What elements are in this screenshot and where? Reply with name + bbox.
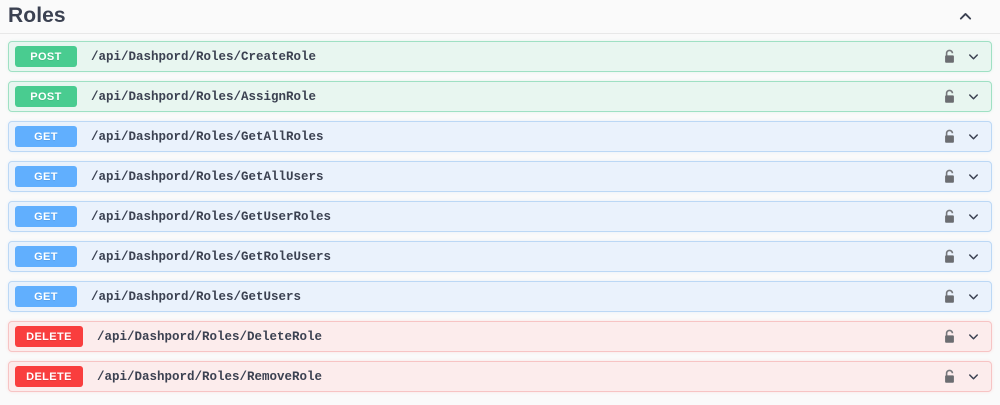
operation-path: /api/Dashpord/Roles/RemoveRole (97, 369, 323, 384)
expand-operation-button[interactable] (964, 248, 982, 266)
http-method-badge: GET (15, 166, 77, 187)
operation-path: /api/Dashpord/Roles/GetAllUsers (91, 169, 324, 184)
authorize-lock-button[interactable] (942, 327, 957, 346)
expand-operation-button[interactable] (964, 128, 982, 146)
operation-row-get-3[interactable]: GET /api/Dashpord/Roles/GetAllUsers (8, 161, 992, 192)
operation-actions (942, 327, 982, 346)
expand-operation-button[interactable] (964, 288, 982, 306)
expand-operation-button[interactable] (964, 168, 982, 186)
lock-icon (945, 129, 954, 143)
http-method-badge: POST (15, 86, 77, 107)
chevron-up-icon (959, 13, 971, 20)
chevron-down-icon (968, 294, 978, 300)
lock-icon (945, 249, 954, 263)
lock-icon (945, 209, 954, 223)
expand-operation-button[interactable] (964, 208, 982, 226)
operation-path: /api/Dashpord/Roles/GetUserRoles (91, 209, 332, 224)
operation-row-get-4[interactable]: GET /api/Dashpord/Roles/GetUserRoles (8, 201, 992, 232)
operation-row-post-0[interactable]: POST /api/Dashpord/Roles/CreateRole (8, 41, 992, 72)
operation-actions (942, 47, 982, 66)
operations-list: POST /api/Dashpord/Roles/CreateRole POST… (0, 41, 1000, 392)
page-title: Roles (8, 4, 66, 27)
chevron-down-icon (968, 374, 978, 380)
expand-operation-button[interactable] (964, 88, 982, 106)
http-method-badge: GET (15, 206, 77, 227)
chevron-down-icon (968, 54, 978, 60)
operation-path: /api/Dashpord/Roles/CreateRole (91, 49, 317, 64)
operation-actions (942, 207, 982, 226)
operation-path: /api/Dashpord/Roles/AssignRole (91, 89, 317, 104)
operation-actions (942, 247, 982, 266)
roles-tag-section: Roles POST /api/Dashpord/Roles/CreateRol… (0, 0, 1000, 392)
operation-row-get-5[interactable]: GET /api/Dashpord/Roles/GetRoleUsers (8, 241, 992, 272)
lock-icon (945, 89, 954, 103)
operation-actions (942, 287, 982, 306)
lock-icon (945, 49, 954, 63)
chevron-down-icon (968, 214, 978, 220)
operation-path: /api/Dashpord/Roles/GetUsers (91, 289, 302, 304)
operation-path: /api/Dashpord/Roles/GetAllRoles (91, 129, 324, 144)
http-method-badge: GET (15, 126, 77, 147)
authorize-lock-button[interactable] (942, 127, 957, 146)
operation-path: /api/Dashpord/Roles/DeleteRole (97, 329, 323, 344)
operation-row-delete-7[interactable]: DELETE /api/Dashpord/Roles/DeleteRole (8, 321, 992, 352)
http-method-badge: GET (15, 246, 77, 267)
chevron-down-icon (968, 134, 978, 140)
chevron-down-icon (968, 94, 978, 100)
authorize-lock-button[interactable] (942, 287, 957, 306)
operation-actions (942, 87, 982, 106)
expand-operation-button[interactable] (964, 48, 982, 66)
http-method-badge: DELETE (15, 326, 83, 347)
authorize-lock-button[interactable] (942, 247, 957, 266)
operation-row-get-2[interactable]: GET /api/Dashpord/Roles/GetAllRoles (8, 121, 992, 152)
chevron-down-icon (968, 254, 978, 260)
http-method-badge: GET (15, 286, 77, 307)
http-method-badge: POST (15, 46, 77, 67)
operation-path: /api/Dashpord/Roles/GetRoleUsers (91, 249, 332, 264)
chevron-down-icon (968, 174, 978, 180)
operation-row-get-6[interactable]: GET /api/Dashpord/Roles/GetUsers (8, 281, 992, 312)
operation-actions (942, 127, 982, 146)
lock-icon (945, 289, 954, 303)
http-method-badge: DELETE (15, 366, 83, 387)
lock-icon (945, 369, 954, 383)
expand-operation-button[interactable] (964, 368, 982, 386)
authorize-lock-button[interactable] (942, 87, 957, 106)
operation-actions (942, 367, 982, 386)
chevron-down-icon (968, 334, 978, 340)
authorize-lock-button[interactable] (942, 167, 957, 186)
lock-icon (945, 169, 954, 183)
operation-row-delete-8[interactable]: DELETE /api/Dashpord/Roles/RemoveRole (8, 361, 992, 392)
authorize-lock-button[interactable] (942, 47, 957, 66)
authorize-lock-button[interactable] (942, 207, 957, 226)
expand-operation-button[interactable] (964, 328, 982, 346)
lock-icon (945, 329, 954, 343)
tag-header[interactable]: Roles (0, 0, 1000, 34)
operation-actions (942, 167, 982, 186)
tag-collapse-button[interactable] (950, 3, 980, 31)
authorize-lock-button[interactable] (942, 367, 957, 386)
operation-row-post-1[interactable]: POST /api/Dashpord/Roles/AssignRole (8, 81, 992, 112)
